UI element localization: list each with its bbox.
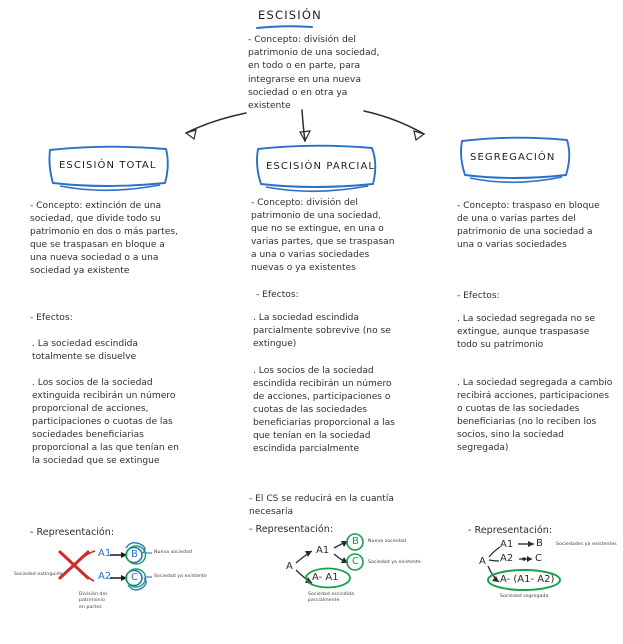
arrow-a-to-a1-seg <box>488 546 501 558</box>
red-branch-up <box>79 550 96 561</box>
segregacion-representacion-label: - Representación: <box>468 525 553 536</box>
arrow-a1-to-b-seg-head <box>528 541 534 547</box>
page-title: ESCISIÓN <box>258 8 322 22</box>
escision-total-node-a2: A2 <box>98 571 112 582</box>
escision-parcial-node-b: B <box>352 536 359 547</box>
segregacion-label-sociedades-ya-existentes: Sociedades ya existentes <box>556 542 617 547</box>
arrow-head-segregacion <box>413 130 426 142</box>
arrow-to-segregacion <box>363 110 425 135</box>
segregacion-node-c: C <box>535 553 542 564</box>
branch-title-escision-parcial: ESCISIÓN PARCIAL <box>266 161 376 172</box>
arrow-a-to-aa1 <box>295 569 313 584</box>
arrow-a-to-aa1-head <box>305 577 312 583</box>
escision-total-node-a1: A1 <box>98 548 112 559</box>
box-segregacion-flourish <box>469 176 563 184</box>
red-branch-down <box>79 569 95 582</box>
escision-total-efecto-2: . Los socios de la sociedad extinguida r… <box>32 378 179 466</box>
arrow-a2-to-c-seg-head <box>527 556 532 562</box>
arrow-a2-to-c-head <box>121 575 127 581</box>
title-underline <box>256 25 313 29</box>
escision-parcial-label-sociedad-ya-existente: Sociedad ya existente <box>368 560 421 565</box>
escision-parcial-efecto-2: . Los socios de la sociedad escindida re… <box>253 366 395 454</box>
escision-total-representacion-label: - Representación: <box>30 527 115 538</box>
escision-parcial-representacion-label: - Representación: <box>249 524 334 535</box>
arrow-head-parcial <box>299 130 312 143</box>
arrow-a-to-a2-seg <box>488 559 500 562</box>
escision-parcial-node-a-minus-a1: A- A1 <box>312 572 339 583</box>
segregacion-efecto-2: . La sociedad segregada a cambio recibir… <box>457 378 613 453</box>
escision-total-node-b: B <box>131 549 138 560</box>
branch-title-escision-total: ESCISIÓN TOTAL <box>59 160 157 171</box>
arrow-a1-to-b-mid-head <box>341 541 348 547</box>
escision-total-label-division-patrimonio: División del patrimonio en partes <box>79 592 107 610</box>
segregacion-concept: - Concepto: traspaso en bloque de una o … <box>457 201 600 250</box>
arrow-a1-to-c-mid <box>333 553 349 564</box>
red-cross-stroke-1 <box>58 550 90 580</box>
escision-total-efectos-label: - Efectos: <box>30 313 73 323</box>
arrow-a-to-a1 <box>295 550 313 564</box>
arrow-a1-to-b-mid <box>333 540 349 549</box>
arrow-a-to-result-seg <box>487 565 500 583</box>
segregacion-node-a2: A2 <box>500 553 514 564</box>
escision-parcial-efectos-label: - Efectos: <box>256 290 299 300</box>
segregacion-node-a1: A1 <box>500 539 514 550</box>
escision-parcial-label-sociedad-escindida-parcialmente: Sociedad escindida parcialmente <box>308 592 355 604</box>
escision-parcial-node-a1: A1 <box>316 545 330 556</box>
escision-total-efecto-1: . La sociedad escindida totalmente se di… <box>32 339 139 362</box>
escision-parcial-node-a: A <box>286 561 293 572</box>
box-escision-parcial-flourish <box>265 185 369 193</box>
arrow-a-to-result-seg-head <box>492 576 499 582</box>
escision-total-label-sociedad-ya-existente: Sociedad ya existente <box>154 574 207 579</box>
escision-total-concept: - Concepto: extinción de una sociedad, q… <box>30 201 178 276</box>
arrow-to-escision-parcial <box>301 109 306 142</box>
escision-parcial-efecto-3: - El CS se reducirá en la cuantía necesa… <box>249 494 394 517</box>
escision-total-node-c: C <box>131 572 138 583</box>
root-concept-text: - Concepto: división del patrimonio de u… <box>248 34 383 112</box>
branch-title-segregacion: SEGREGACIÓN <box>470 152 556 163</box>
arrow-to-escision-total <box>185 112 247 134</box>
escision-total-label-sociedad-extinguida: Sociedad extinguida <box>14 572 63 577</box>
segregacion-node-a: A <box>479 556 486 567</box>
arrow-a-to-a1-head <box>305 551 312 557</box>
escision-parcial-concept: - Concepto: división del patrimonio de u… <box>251 198 395 273</box>
segregacion-node-a-minus-a1-a2: A- (A1- A2) <box>500 574 555 585</box>
dot-a2-arrow <box>522 557 526 561</box>
escision-parcial-efecto-1: . La sociedad escindida parcialmente sob… <box>253 313 391 349</box>
escision-parcial-label-nueva-sociedad: Nueva sociedad <box>368 539 407 544</box>
arrow-a1-to-c-mid-head <box>341 557 348 563</box>
escision-parcial-node-c: C <box>352 556 359 567</box>
segregacion-node-b: B <box>536 538 543 549</box>
segregacion-efecto-1: . La sociedad segregada no se extingue, … <box>457 314 596 350</box>
arrow-a1-to-b-head <box>121 552 127 558</box>
escision-total-label-nueva-sociedad: Nueva sociedad <box>154 550 193 555</box>
arrow-head-total <box>184 129 197 141</box>
red-cross-stroke-2 <box>58 550 90 580</box>
segregacion-efectos-label: - Efectos: <box>457 291 500 301</box>
box-escision-total-flourish <box>59 184 161 192</box>
segregacion-label-sociedad-segregada: Sociedad segregada <box>500 594 549 599</box>
